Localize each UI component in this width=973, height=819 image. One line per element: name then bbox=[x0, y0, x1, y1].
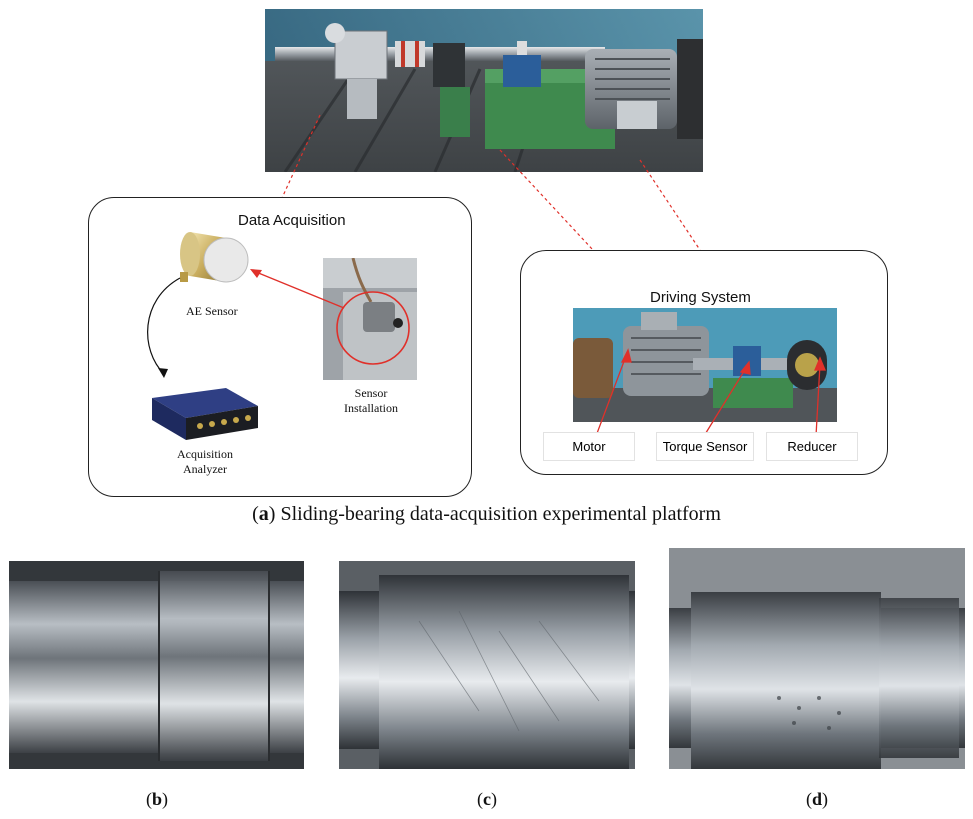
journal-photo-d bbox=[669, 548, 965, 769]
sensor-installation-label: Sensor Installation bbox=[344, 386, 398, 415]
driving-system-title: Driving System bbox=[650, 289, 751, 306]
sensor-installation-photo bbox=[323, 258, 417, 380]
sensor-to-analyzer-arrow bbox=[147, 277, 181, 378]
driving-system-photo bbox=[573, 308, 837, 422]
journal-photo-c bbox=[339, 561, 635, 769]
installation-arrow bbox=[250, 269, 345, 309]
acquisition-analyzer-image bbox=[152, 388, 258, 440]
ae-sensor-image bbox=[180, 232, 249, 283]
caption-c: (c) bbox=[477, 789, 497, 809]
ae-sensor-label: AE Sensor bbox=[186, 304, 238, 318]
reducer-label: Reducer bbox=[766, 432, 858, 461]
caption-d: (d) bbox=[805, 789, 828, 809]
data-acquisition-title: Data Acquisition bbox=[238, 212, 346, 229]
torque-sensor-label: Torque Sensor bbox=[656, 432, 754, 461]
caption-b: (b) bbox=[145, 789, 168, 809]
journal-photo-b bbox=[9, 561, 304, 769]
caption-a: (a) Sliding-bearing data-acquisition exp… bbox=[252, 503, 721, 525]
acquisition-analyzer-label: Acquisition Analyzer bbox=[177, 447, 233, 476]
motor-label: Motor bbox=[543, 432, 635, 461]
test-rig-photo bbox=[265, 9, 703, 172]
